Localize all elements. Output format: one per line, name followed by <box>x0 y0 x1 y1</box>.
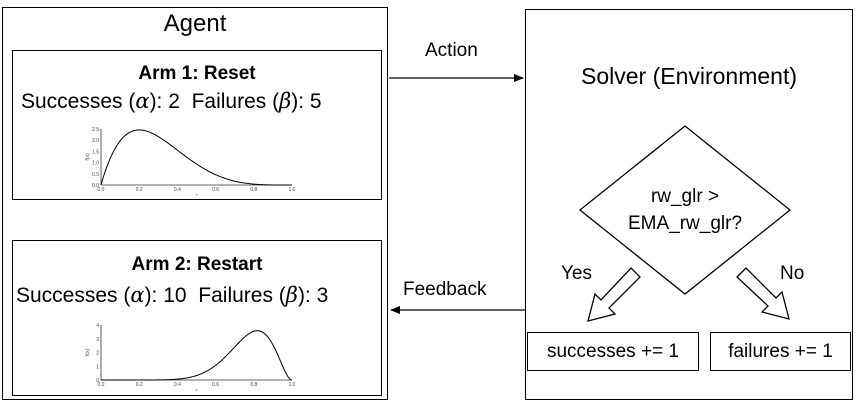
arm2-plot-x-tick-label: 0.0 <box>98 382 105 388</box>
arm1-plot-y-tick-label: 2.0 <box>92 138 99 144</box>
arm1-failures-value: ): 5 <box>291 90 322 113</box>
arm2-plot-y-tick-label: 4 <box>96 323 99 329</box>
arm2-box <box>12 240 382 396</box>
action-label: Action <box>425 40 478 61</box>
solver-title: Solver (Environment) <box>580 63 798 89</box>
failures-increment-label: failures += 1 <box>728 341 833 362</box>
arm1-box <box>12 50 382 200</box>
arm2-plot-y-axis-label: f(x) <box>85 349 91 357</box>
arm2-plot-density-curve <box>101 330 293 381</box>
arm1-plot-y-axis-label: f(x) <box>85 153 91 161</box>
arm1-failures-label: Failures ( <box>191 90 280 113</box>
decision-line-1: rw_glr > <box>650 186 720 207</box>
arm1-plot-y-tick-label: 0.5 <box>92 172 99 178</box>
agent-title: Agent <box>163 10 227 37</box>
arm2-alpha-symbol: α <box>130 283 145 307</box>
decision-diamond <box>578 125 792 295</box>
arm1-plot-y-tick-label: 2.5 <box>92 127 99 133</box>
arm1-title: Arm 1: Reset <box>138 63 256 84</box>
arm2-plot-x-tick-label: 0.6 <box>212 382 219 388</box>
arm1-plot-x-tick-label: 0.6 <box>212 187 219 193</box>
arm2-plot-x-tick-label: 1.0 <box>289 382 295 388</box>
decision-line-2: EMA_rw_glr? <box>627 213 743 234</box>
arm2-plot-y-tick-label: 0 <box>96 378 99 384</box>
arm2-plot-y-tick-label: 3 <box>96 337 99 343</box>
arm2-plot-x-tick-label: 0.4 <box>174 382 181 388</box>
arm1-plot-x-tick-label: 0.0 <box>98 187 105 193</box>
arm2-beta-plot: 0.0 0.2 0.4 0.6 0.8 1.0 0 1 2 3 4 f(x) x <box>85 323 295 392</box>
yes-arrow <box>587 267 641 322</box>
arm1-plot-x-axis-label: x <box>196 192 198 197</box>
arm1-plot-y-tick-label: 0.0 <box>92 183 99 189</box>
arm2-stats: Successes (α): 10 Failures (β): 3 <box>16 283 328 308</box>
failures-increment-box <box>710 332 851 371</box>
arm1-stats: Successes (α): 2 Failures (β): 5 <box>21 89 322 114</box>
yes-label: Yes <box>561 263 592 284</box>
no-arrow <box>736 267 790 320</box>
arm2-successes-value: ): 10 <box>144 284 187 307</box>
arm1-plot-y-tick-label: 1.0 <box>92 161 99 167</box>
arm2-failures-value: ): 3 <box>297 284 329 307</box>
arm1-plot-x-tick-label: 0.8 <box>250 187 257 193</box>
arm2-successes-label: Successes ( <box>16 284 131 307</box>
arm1-successes-label: Successes ( <box>21 90 136 113</box>
arm2-plot-y-tick-label: 2 <box>96 351 99 357</box>
successes-increment-box <box>527 332 699 371</box>
arm1-beta-plot: 0.0 0.2 0.4 0.6 0.8 1.0 0.0 0.5 1.0 1.5 2.0 2.5 f(x)… <box>85 127 295 197</box>
arm2-failures-label: Failures ( <box>198 284 286 307</box>
arm2-beta-symbol: β <box>285 283 298 307</box>
arm1-plot-x-tick-label: 1.0 <box>289 187 295 193</box>
arm2-plot-x-tick-label: 0.2 <box>136 382 143 388</box>
arm1-plot-x-tick-label: 0.2 <box>136 187 143 193</box>
arm2-plot-x-tick-label: 0.8 <box>250 382 257 388</box>
arm1-alpha-symbol: α <box>135 89 150 113</box>
arm2-plot-x-axis-label: x <box>196 387 198 392</box>
arm2-plot-y-tick-label: 1 <box>96 364 99 370</box>
arm1-beta-symbol: β <box>279 89 292 113</box>
arm1-plot-density-curve <box>100 129 292 186</box>
feedback-label: Feedback <box>403 279 487 300</box>
successes-increment-label: successes += 1 <box>546 341 680 362</box>
arm1-successes-value: ): 2 <box>149 90 180 113</box>
arm1-plot-x-tick-label: 0.4 <box>174 187 181 193</box>
arm2-title: Arm 2: Restart <box>131 254 263 275</box>
no-label: No <box>780 263 805 284</box>
arm1-plot-y-tick-label: 1.5 <box>92 149 99 155</box>
